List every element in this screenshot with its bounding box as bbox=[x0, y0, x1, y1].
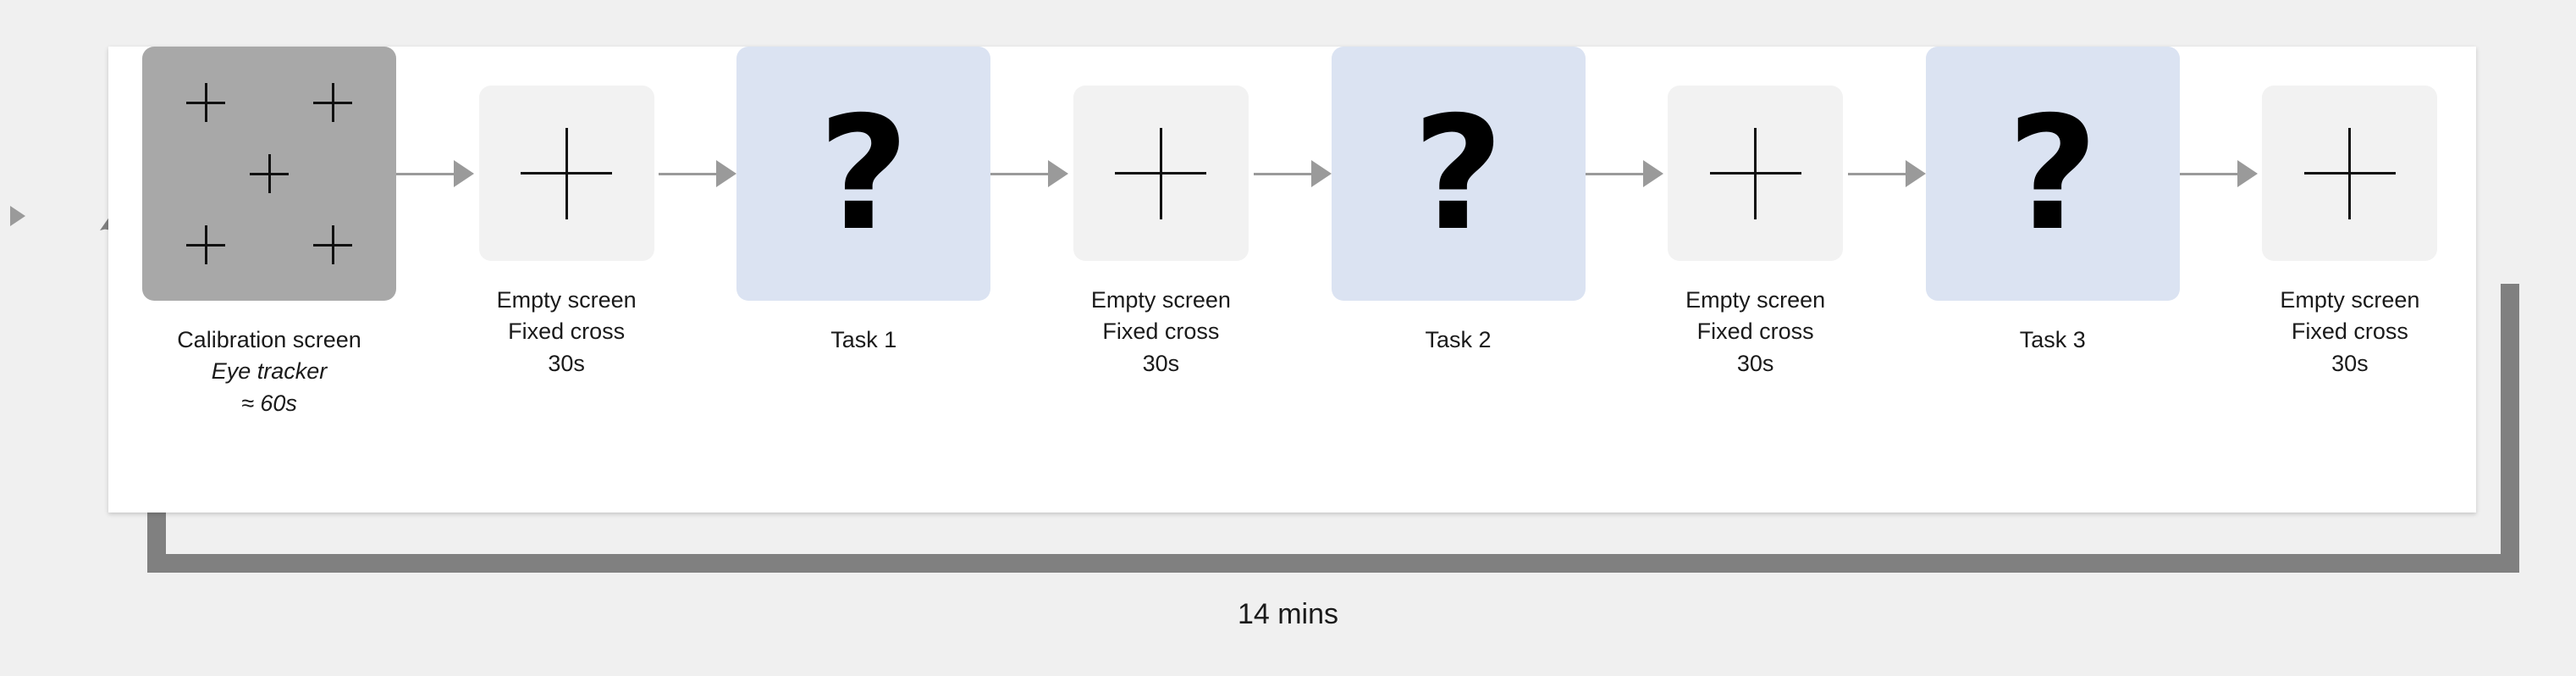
step-labels: Empty screen Fixed cross 30s bbox=[497, 285, 637, 380]
question-mark-glyph: ? bbox=[818, 81, 909, 265]
question-mark-icon: ? bbox=[1925, 47, 2180, 301]
step-empty-screen-1[interactable]: Empty screen Fixed cross 30s bbox=[474, 47, 659, 380]
step-labels: Empty screen Fixed cross 30s bbox=[1091, 285, 1231, 380]
question-mark-icon: ? bbox=[1331, 47, 1586, 301]
total-duration-caption: 14 mins bbox=[1237, 598, 1339, 630]
play-triangle-icon bbox=[10, 206, 25, 226]
step-label-line2: Eye tracker bbox=[211, 358, 328, 385]
fixation-cross-icon bbox=[2262, 86, 2438, 261]
question-mark-icon: ? bbox=[736, 47, 991, 301]
step-labels: Task 1 bbox=[830, 324, 896, 356]
arrow-head-icon bbox=[454, 160, 474, 187]
arrow-connector bbox=[396, 47, 474, 301]
step-label-line1: Empty screen bbox=[1090, 287, 1231, 313]
arrow-connector bbox=[1847, 47, 1926, 301]
step-labels: Task 3 bbox=[2020, 324, 2086, 356]
step-label-line3: 30s bbox=[2331, 350, 2369, 376]
step-empty-screen-3[interactable]: Empty screen Fixed cross 30s bbox=[1663, 47, 1848, 380]
arrow-connector bbox=[2179, 47, 2258, 301]
step-labels: Empty screen Fixed cross 30s bbox=[2280, 285, 2419, 380]
step-label-line3: 30s bbox=[548, 350, 585, 376]
fixation-cross-icon bbox=[1668, 86, 1844, 261]
fixation-cross-icon bbox=[1073, 86, 1249, 261]
step-empty-screen-2[interactable]: Empty screen Fixed cross 30s bbox=[1068, 47, 1253, 380]
step-label-line1: Calibration screen bbox=[177, 327, 361, 352]
arrow-head-icon bbox=[1310, 160, 1332, 187]
step-labels: Task 2 bbox=[1425, 324, 1491, 356]
step-label-line2: Fixed cross bbox=[1696, 319, 1814, 345]
step-label-line1: Task 3 bbox=[2019, 327, 2086, 352]
arrow-head-icon bbox=[1905, 160, 1926, 187]
step-label-line2: Fixed cross bbox=[1102, 319, 1220, 345]
step-labels: Calibration screen Eye tracker ≈ 60s bbox=[177, 324, 361, 419]
step-label-line1: Empty screen bbox=[1685, 287, 1826, 313]
five-point-calibration-cross-icon bbox=[142, 47, 396, 301]
question-mark-glyph: ? bbox=[1412, 81, 1504, 265]
step-task-3[interactable]: ? Task 3 bbox=[1925, 47, 2180, 356]
step-label-line1: Empty screen bbox=[2280, 287, 2420, 313]
arrow-connector bbox=[1585, 47, 1663, 301]
arrow-connector bbox=[1253, 47, 1332, 301]
arrow-head-icon bbox=[1642, 160, 1663, 187]
step-label-line3: 30s bbox=[1142, 350, 1180, 376]
question-mark-glyph: ? bbox=[2007, 81, 2099, 265]
step-label-line3: 30s bbox=[1736, 350, 1774, 376]
step-labels: Empty screen Fixed cross 30s bbox=[1685, 285, 1825, 380]
step-empty-screen-4[interactable]: Empty screen Fixed cross 30s bbox=[2258, 47, 2442, 380]
arrow-head-icon bbox=[1048, 160, 1069, 187]
arrow-connector bbox=[659, 47, 737, 301]
step-label-line2: Fixed cross bbox=[2291, 319, 2408, 345]
step-label-line3: ≈ 60s bbox=[241, 390, 297, 416]
step-calibration-screen[interactable]: Calibration screen Eye tracker ≈ 60s bbox=[142, 47, 396, 419]
step-label-line1: Empty screen bbox=[496, 287, 637, 313]
step-label-line2: Fixed cross bbox=[508, 319, 626, 345]
step-task-1[interactable]: ? Task 1 bbox=[736, 47, 991, 356]
arrow-connector bbox=[990, 47, 1069, 301]
step-task-2[interactable]: ? Task 2 bbox=[1331, 47, 1586, 356]
step-label-line1: Task 2 bbox=[1425, 327, 1492, 352]
arrow-head-icon bbox=[716, 160, 737, 187]
timeline-flow: Calibration screen Eye tracker ≈ 60s Emp… bbox=[108, 47, 2476, 513]
step-label-line1: Task 1 bbox=[830, 327, 897, 352]
arrow-head-icon bbox=[2237, 160, 2258, 187]
fixation-cross-icon bbox=[478, 86, 654, 261]
